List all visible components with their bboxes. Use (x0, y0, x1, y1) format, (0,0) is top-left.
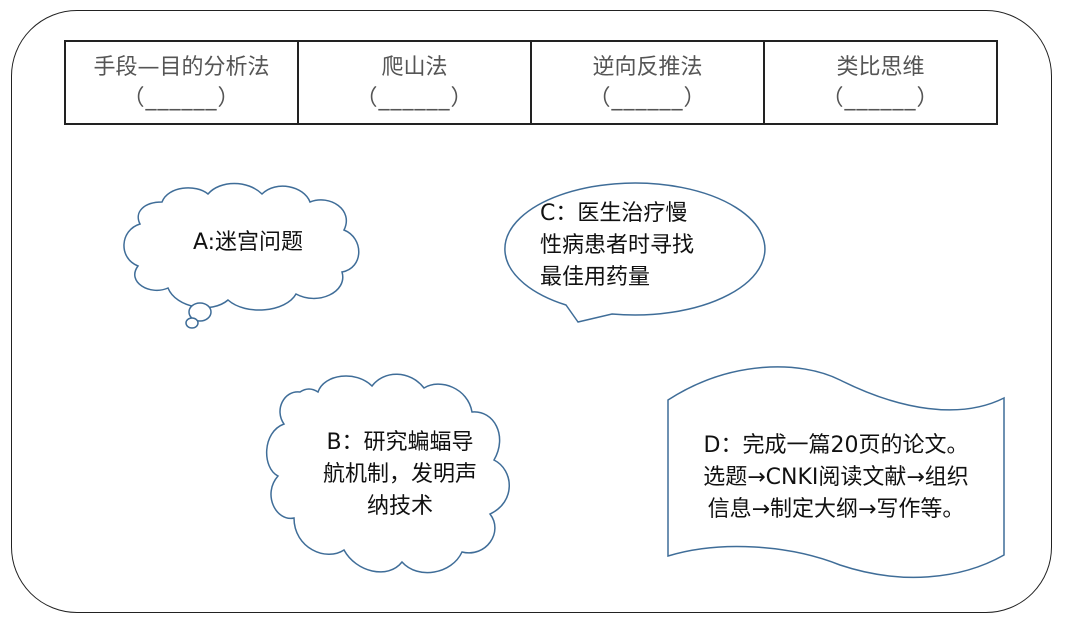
method-cell-hill-climbing: 爬山法 （______） (297, 42, 530, 123)
method-cell-analogy: 类比思维 （______） (763, 42, 996, 123)
method-name: 手段—目的分析法 (93, 54, 270, 80)
method-name: 爬山法 (381, 54, 448, 80)
thought-cloud-a (123, 182, 360, 329)
problem-label-d: D：完成一篇20页的论文。 选题→CNKI阅读文献→组织 信息→制定大纲→写作等… (703, 433, 969, 522)
cloud-shape-b (265, 373, 510, 574)
method-cell-backward: 逆向反推法 （______） (530, 42, 763, 123)
answer-blank: （______） (588, 85, 707, 111)
answer-blank: （______） (355, 85, 474, 111)
speech-bubble-c (504, 182, 766, 323)
method-name: 类比思维 (836, 54, 925, 80)
problem-label-c: C：医生治疗慢 性病患者时寻找 最佳用药量 (540, 201, 695, 290)
method-cell-means-ends: 手段—目的分析法 （______） (66, 42, 297, 123)
method-name: 逆向反推法 (592, 54, 703, 80)
outer-frame (11, 10, 1052, 613)
document-shape-d (667, 366, 1005, 579)
method-table: 手段—目的分析法 （______） 爬山法 （______） 逆向反推法 （__… (64, 40, 998, 125)
problem-label-b: B：研究蝙蝠导 航机制，发明声 纳技术 (322, 430, 477, 519)
answer-blank: （______） (821, 85, 940, 111)
problem-label-a: A:迷宫问题 (192, 230, 304, 255)
answer-blank: （______） (122, 85, 241, 111)
